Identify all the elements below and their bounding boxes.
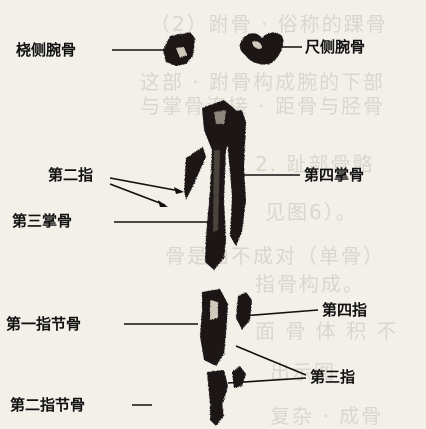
label-ulnar-carpal: 尺侧腕骨: [305, 40, 365, 55]
fourth-digit-bone: [236, 292, 252, 330]
first-phalanx-highlight: [210, 300, 218, 320]
label-fourth-digit: 第四指: [322, 303, 367, 318]
leader-second-digit-a: [110, 178, 180, 191]
label-radial-carpal: 桡侧腕骨: [16, 43, 76, 58]
label-first-phalanx: 第一指节骨: [6, 317, 81, 332]
first-phalanx-bone: [200, 289, 228, 366]
distal-phalanx-bone: [210, 404, 224, 426]
arrowhead-second-digit-b: [158, 200, 168, 207]
label-third-metacarpal: 第三掌骨: [12, 214, 72, 229]
label-second-digit: 第二指: [48, 168, 93, 183]
label-fourth-metacarpal: 第四掌骨: [304, 168, 364, 183]
leader-third-digit-a: [236, 346, 306, 375]
ulnar-carpal-bone: [240, 33, 283, 65]
leader-fourth-digit: [242, 310, 318, 316]
label-second-phalanx: 第二指节骨: [10, 398, 85, 413]
arrowhead-second-digit-a: [174, 187, 184, 194]
metacarpal-joint-highlight: [214, 110, 226, 124]
third-digit-bone: [232, 366, 246, 388]
label-third-digit: 第三指: [310, 370, 355, 385]
second-digit-bone: [184, 147, 206, 200]
